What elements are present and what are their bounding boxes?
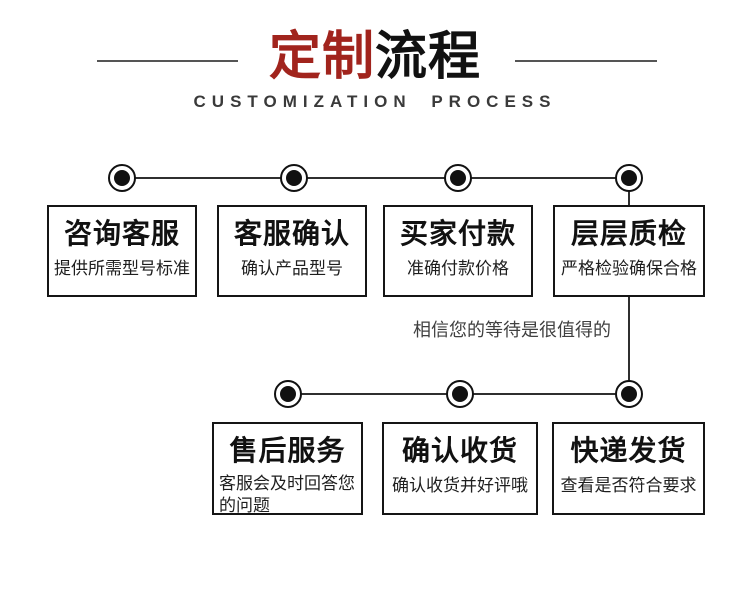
row1-connector-line — [122, 177, 629, 179]
step-desc: 查看是否符合要求 — [560, 476, 697, 495]
flow-node-dot — [621, 386, 637, 402]
flow-node-circle-2 — [280, 164, 308, 192]
flow-node-circle-4 — [615, 164, 643, 192]
flow-node-circle-6 — [446, 380, 474, 408]
step-desc: 严格检验确保合格 — [561, 259, 697, 278]
step-box-confirm-receipt: 确认收货 确认收货并好评哦 — [382, 422, 538, 515]
waiting-note: 相信您的等待是很值得的 — [413, 320, 611, 340]
step-title: 售后服务 — [229, 435, 346, 466]
step-box-buyer-payment: 买家付款 准确付款价格 — [383, 205, 533, 297]
flow-node-dot — [621, 170, 637, 186]
flow-node-dot — [450, 170, 466, 186]
flow-node-dot — [114, 170, 130, 186]
step-box-after-sales: 售后服务 客服会及时回答您的问题 — [212, 422, 363, 515]
flow-node-dot — [286, 170, 302, 186]
page-title-accent: 定制 — [268, 28, 375, 86]
step-box-consult-service: 咨询客服 提供所需型号标准 — [47, 205, 197, 297]
flow-node-dot — [452, 386, 468, 402]
step-box-quality-inspection: 层层质检 严格检验确保合格 — [553, 205, 705, 297]
title-left-divider — [97, 60, 238, 62]
page-subtitle: CUSTOMIZATION PROCESS — [193, 92, 557, 111]
flow-node-circle-7 — [615, 380, 643, 408]
step-title: 快递发货 — [570, 435, 687, 466]
step-desc: 确认产品型号 — [241, 259, 343, 278]
step-title: 买家付款 — [399, 218, 516, 249]
flow-node-circle-1 — [108, 164, 136, 192]
step-desc: 客服会及时回答您的问题 — [219, 474, 355, 515]
step-title: 咨询客服 — [63, 218, 180, 249]
step-title: 客服确认 — [233, 218, 350, 249]
step-desc: 准确付款价格 — [407, 259, 509, 278]
page-title-rest: 流程 — [375, 28, 482, 86]
step-title: 确认收货 — [401, 435, 518, 466]
flow-node-dot — [280, 386, 296, 402]
title-right-divider — [515, 60, 657, 62]
step-desc: 提供所需型号标准 — [54, 259, 190, 278]
step-box-express-shipping: 快递发货 查看是否符合要求 — [552, 422, 705, 515]
step-desc: 确认收货并好评哦 — [392, 476, 528, 495]
page-title: 定制流程 — [0, 28, 750, 86]
flow-node-circle-3 — [444, 164, 472, 192]
flow-node-circle-5 — [274, 380, 302, 408]
step-title: 层层质检 — [570, 218, 687, 249]
step-box-service-confirm: 客服确认 确认产品型号 — [217, 205, 367, 297]
